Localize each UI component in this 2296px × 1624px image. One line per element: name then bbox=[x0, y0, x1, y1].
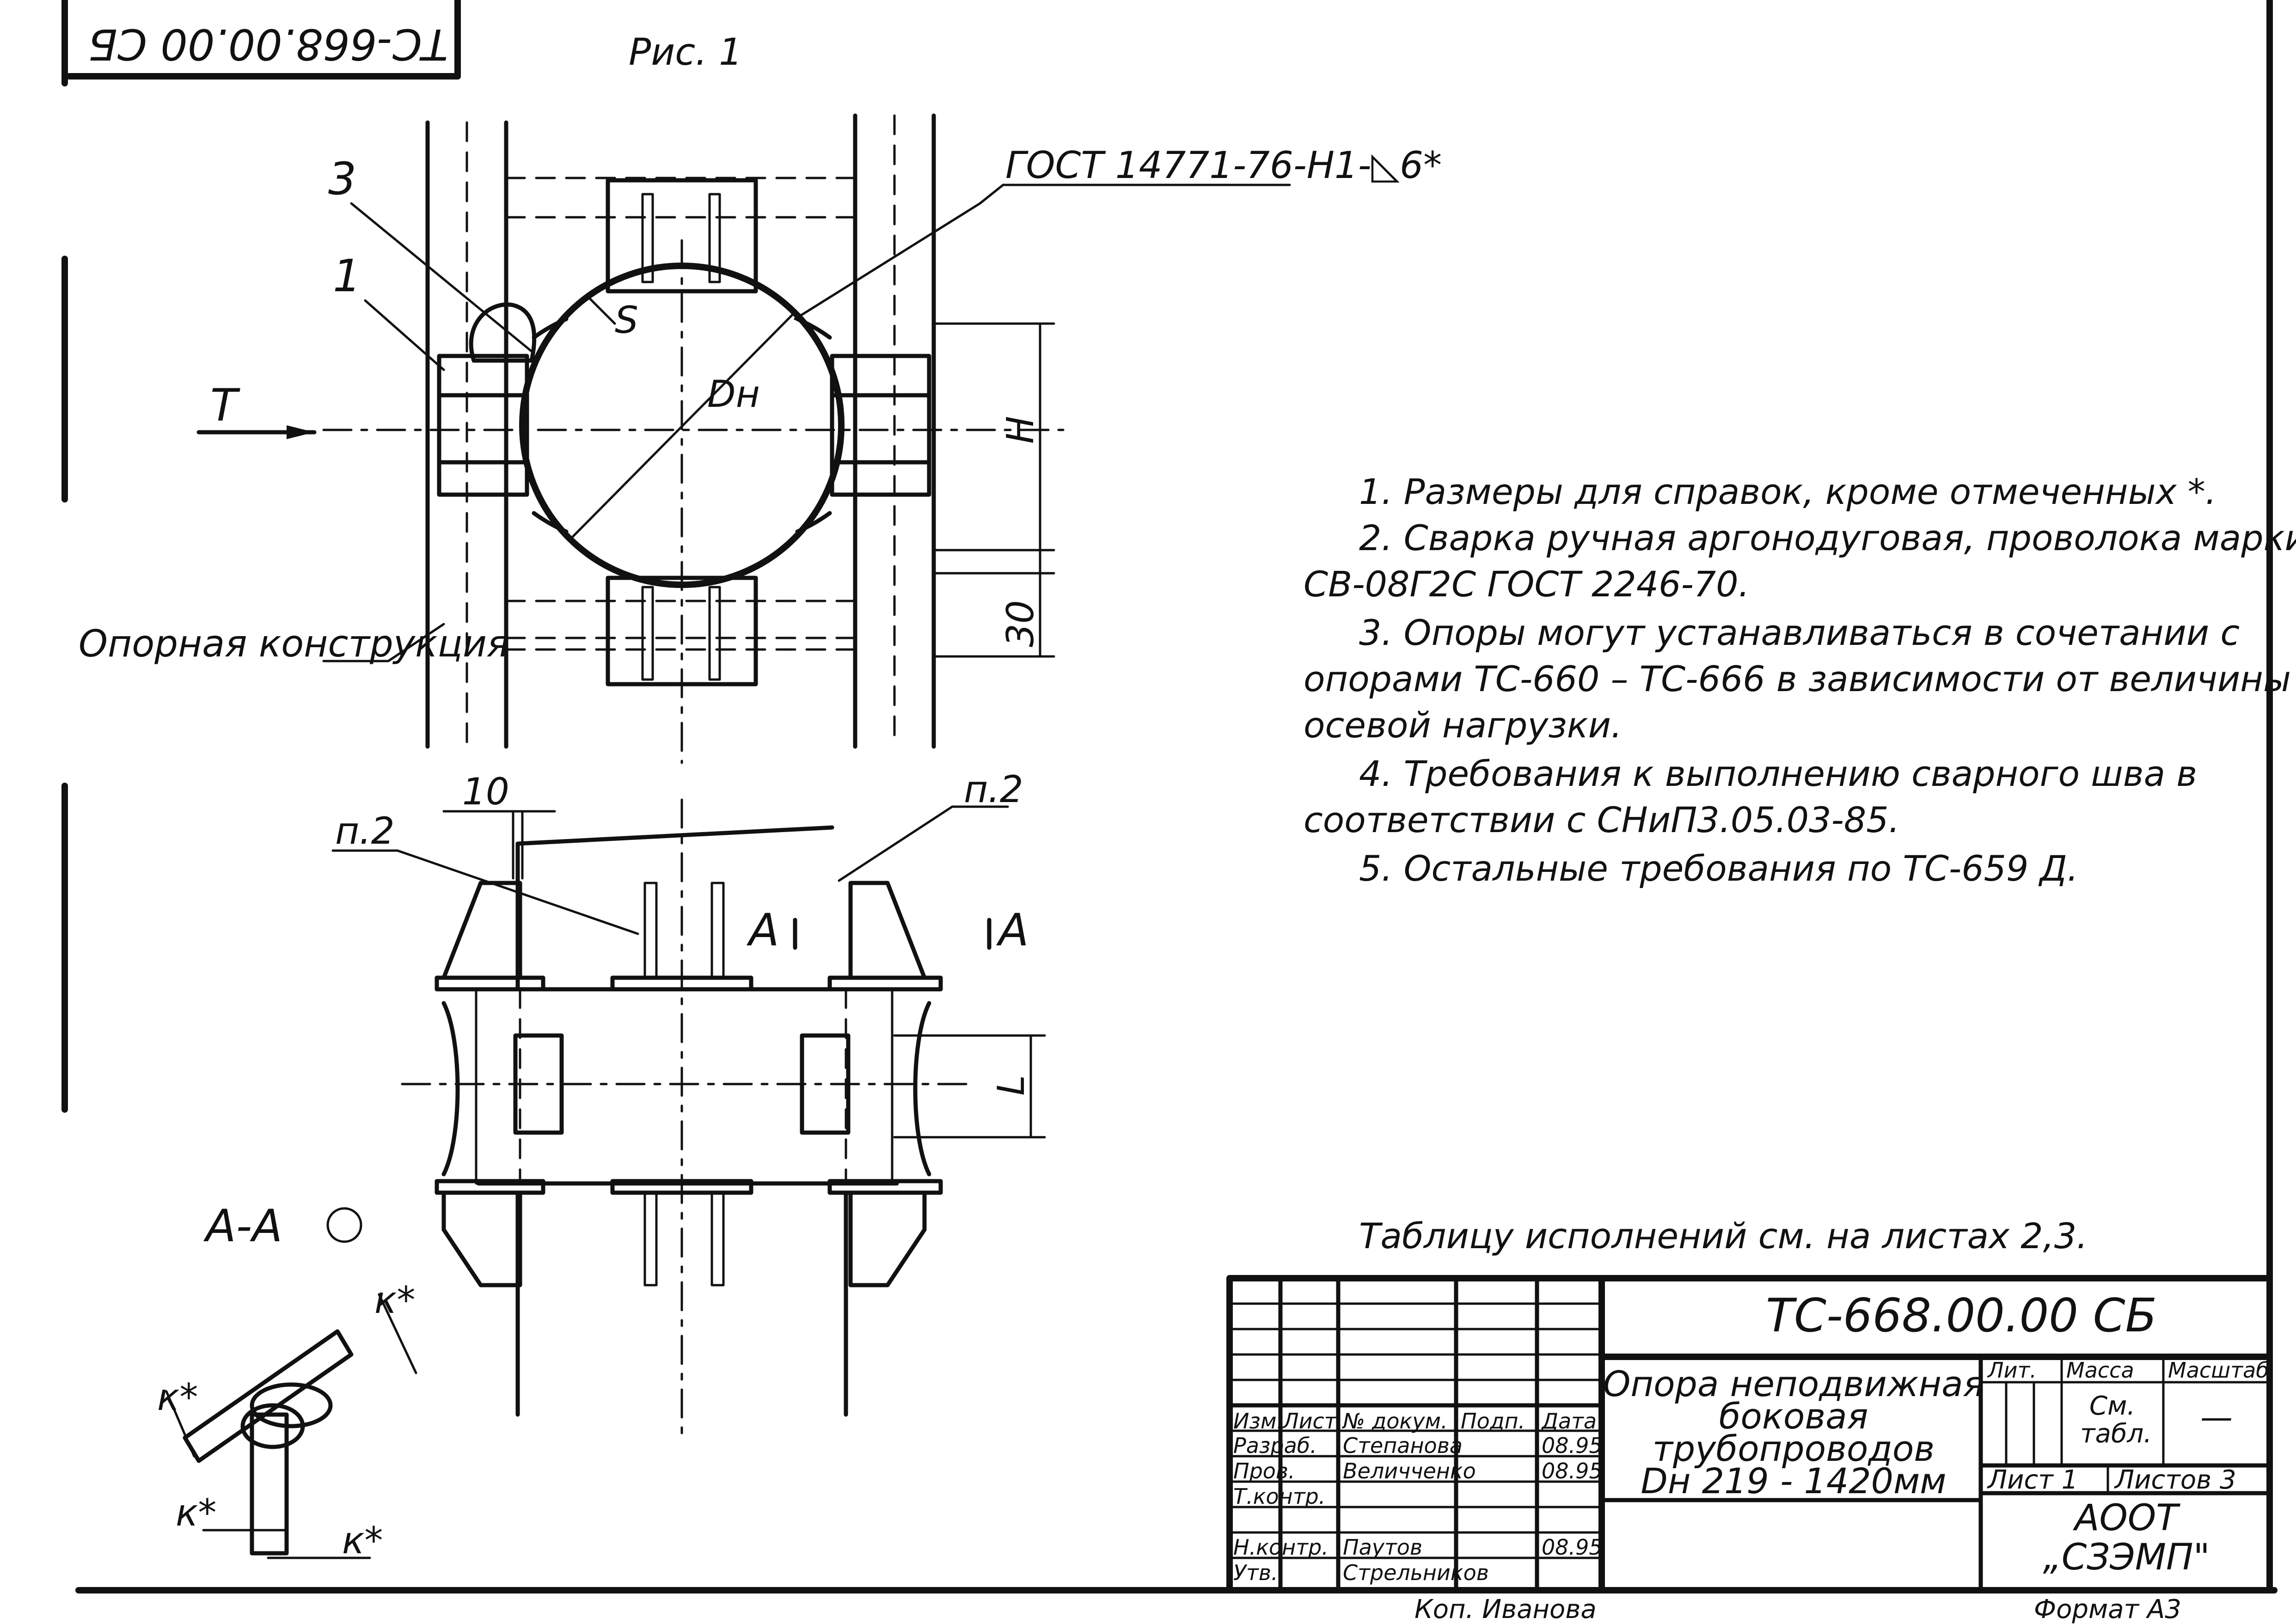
role-approved: Утв. bbox=[1233, 1560, 1278, 1585]
callout-dim-30: 30 bbox=[999, 600, 1042, 647]
name-norm-control: Паутов bbox=[1343, 1535, 1422, 1560]
stamp-code: ТС-668.00.00 СБ bbox=[88, 19, 448, 69]
note-line-4: 3. Опоры могут устанавливаться в сочетан… bbox=[1359, 612, 2240, 653]
weld-k-label-2: к* bbox=[157, 1376, 198, 1419]
note-line-5: опорами ТС-660 – ТС-666 в зависимости от… bbox=[1304, 658, 2291, 699]
callout-item-3: 3 bbox=[328, 153, 356, 205]
note-line-1: 1. Размеры для справок, кроме отмеченных… bbox=[1359, 471, 2216, 512]
role-developer: Разраб. bbox=[1233, 1433, 1317, 1458]
weld-k-label-4: к* bbox=[342, 1519, 383, 1562]
name-developer: Степанова bbox=[1343, 1433, 1463, 1458]
title-name-line-3: трубопроводов bbox=[1653, 1428, 1935, 1469]
weld-detail bbox=[165, 1293, 417, 1559]
callout-section-a-right: А bbox=[996, 904, 1029, 956]
callout-dim-l: L bbox=[990, 1075, 1033, 1096]
mass-value-2: табл. bbox=[2080, 1419, 2152, 1449]
callout-wall-s: S bbox=[615, 299, 638, 342]
note-line-6: осевой нагрузки. bbox=[1304, 705, 1622, 746]
note-line-8: соответствии с СНиП3.05.03-85. bbox=[1304, 799, 1900, 840]
date-norm-control: 08.95 bbox=[1542, 1535, 1603, 1560]
note-line-2: 2. Сварка ручная аргонодуговая, проволок… bbox=[1359, 517, 2296, 558]
title-name-line-4: Dн 219 - 1420мм bbox=[1641, 1460, 1946, 1501]
callout-dim-10: 10 bbox=[462, 770, 509, 813]
weld-k-label-3: к* bbox=[176, 1491, 216, 1534]
callout-section-aa: А-А bbox=[203, 1200, 282, 1252]
role-checker: Пров. bbox=[1233, 1459, 1295, 1483]
header-sign: Подп. bbox=[1461, 1409, 1525, 1434]
org-line-2: „СЗЭМП" bbox=[2043, 1537, 2210, 1578]
format-label: Формат А3 bbox=[2034, 1594, 2181, 1624]
table-note: Таблицу исполнений см. на листах 2,3. bbox=[1359, 1215, 2088, 1256]
mass-label: Масса bbox=[2066, 1358, 2134, 1383]
elevation-view bbox=[326, 798, 1046, 1434]
role-tech-control: Т.контр. bbox=[1233, 1484, 1325, 1509]
lit-label: Лит. bbox=[1987, 1358, 2037, 1383]
callout-support-structure: Опорная конструкция bbox=[79, 622, 509, 665]
role-norm-control: Н.контр. bbox=[1233, 1535, 1329, 1560]
sheet-frame bbox=[61, 0, 2278, 1593]
figure-label: Рис. 1 bbox=[629, 31, 742, 74]
title-name-line-2: боковая bbox=[1719, 1396, 1868, 1437]
copied-by: Коп. Иванова bbox=[1414, 1594, 1597, 1624]
note-line-3: СВ-08Г2С ГОСТ 2246-70. bbox=[1304, 564, 1750, 605]
title-name-line-1: Опора неподвижная bbox=[1603, 1363, 1984, 1404]
org-line-1: АООТ bbox=[2072, 1497, 2180, 1539]
sheet-number: Лист 1 bbox=[1987, 1465, 2078, 1495]
header-izm: Изм. bbox=[1233, 1409, 1283, 1434]
callout-diameter: Dн bbox=[707, 373, 760, 416]
stamp-box: ТС-668.00.00 СБ bbox=[66, 0, 461, 80]
title-roles: Разраб. Степанова 08.95 Пров. Величченко… bbox=[1233, 1433, 1603, 1585]
callout-force-t: T bbox=[210, 380, 240, 431]
date-developer: 08.95 bbox=[1542, 1433, 1603, 1458]
scale-label: Масштаб bbox=[2168, 1358, 2269, 1383]
callout-item-1: 1 bbox=[333, 250, 361, 302]
title-headers: Изм. Лист № докум. Подп. Дата bbox=[1233, 1409, 1597, 1434]
header-date: Дата bbox=[1541, 1409, 1597, 1434]
title-block bbox=[1226, 1275, 2273, 1593]
weld-k-label-1: к* bbox=[374, 1279, 415, 1322]
technical-notes: 1. Размеры для справок, кроме отмеченных… bbox=[1304, 471, 2296, 889]
date-checker: 08.95 bbox=[1542, 1459, 1603, 1483]
plan-view bbox=[196, 113, 1291, 764]
callout-weld-spec: ГОСТ 14771-76-Н1-◺6* bbox=[1005, 144, 1442, 187]
note-line-7: 4. Требования к выполнению сварного шва … bbox=[1359, 753, 2197, 794]
scale-value: — bbox=[2200, 1398, 2233, 1436]
name-checker: Величченко bbox=[1343, 1459, 1476, 1483]
header-list: Лист bbox=[1282, 1409, 1337, 1434]
title-designation: ТС-668.00.00 СБ bbox=[1766, 1288, 2157, 1342]
note-line-9: 5. Остальные требования по ТС-659 Д. bbox=[1359, 848, 2078, 889]
callout-section-a-left: А bbox=[746, 904, 779, 956]
callout-dim-h: H bbox=[999, 416, 1042, 444]
header-doc: № докум. bbox=[1341, 1409, 1448, 1434]
name-approved: Стрельников bbox=[1343, 1560, 1489, 1585]
title-right-cells: Лит. Масса Масштаб См. табл. — Лист 1 Ли… bbox=[1987, 1358, 2269, 1578]
mass-value-1: См. bbox=[2089, 1391, 2135, 1421]
title-name: Опора неподвижная боковая трубопроводов … bbox=[1603, 1363, 1984, 1501]
callout-note-ref-right: п.2 bbox=[964, 768, 1023, 811]
callout-note-ref-left: п.2 bbox=[335, 809, 395, 852]
sheets-total: Листов 3 bbox=[2114, 1465, 2236, 1495]
